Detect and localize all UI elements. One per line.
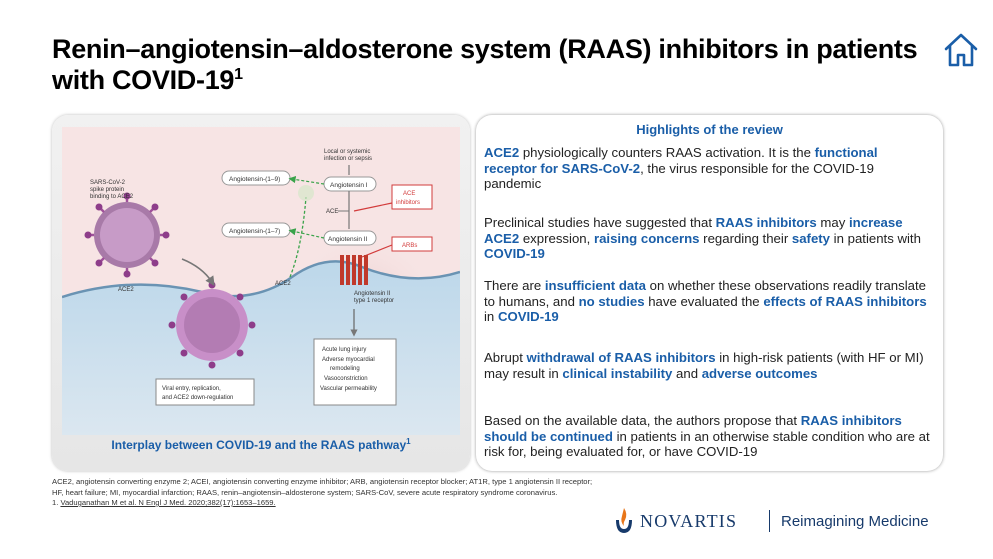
caption-reference: 1: [406, 437, 411, 446]
highlight-paragraph-2: Preclinical studies have suggested that …: [484, 215, 921, 261]
infection-label-2: infection or sepsis: [324, 156, 372, 162]
receptor-label-2: type 1 receptor: [354, 298, 394, 304]
receptor-label-1: Angiotensin II: [354, 291, 391, 297]
company-tagline: Reimagining Medicine: [781, 513, 929, 530]
ace-inhibitors-label-1: ACE: [403, 191, 415, 197]
virus-label-1: SARS-CoV-2: [90, 180, 126, 186]
company-name: NOVARTIS: [640, 511, 738, 531]
figure-caption: Interplay between COVID-19 and the RAAS …: [111, 437, 411, 452]
arbs-label: ARBs: [402, 243, 417, 249]
highlight-paragraph-1: ACE2 physiologically counters RAAS activ…: [484, 145, 878, 191]
effect-3: remodeling: [330, 366, 360, 372]
ace2-label-b: ACE2: [275, 281, 291, 287]
effect-1: Acute lung injury: [322, 347, 366, 353]
slide-title: Renin–angiotensin–aldosterone system (RA…: [52, 34, 918, 95]
viral-entry-label-2: and ACE2 down-regulation: [162, 395, 233, 401]
virus-particle-entry: [168, 281, 256, 369]
reference-line: 1. Vaduganathan M et al. N Engl J Med. 2…: [52, 498, 276, 507]
home-icon[interactable]: [941, 30, 981, 70]
angiotensin-1-9-label: Angiotensin-(1–9): [229, 176, 280, 183]
angiotensin-1-7-label: Angiotensin-(1–7): [229, 228, 280, 235]
abbreviations-line-2: HF, heart failure; MI, myocardial infarc…: [52, 487, 558, 497]
title-reference: 1: [234, 66, 243, 83]
figure-panel: SARS-CoV-2 spike protein binding to ACE2…: [52, 115, 470, 471]
logo-divider: [769, 510, 770, 532]
angiotensin-1-label: Angiotensin I: [330, 182, 368, 189]
angiotensin-2-label: Angiotensin II: [328, 236, 368, 243]
novartis-logo: NOVARTIS Reimagining Medicine: [612, 506, 962, 536]
effect-5: Vascular permeability: [320, 386, 377, 392]
footnotes: ACE2, angiotensin converting enzyme 2; A…: [52, 477, 672, 509]
ace2-label-a: ACE2: [118, 287, 134, 293]
virus-label-2: spike protein: [90, 187, 124, 193]
reference-link[interactable]: Vaduganathan M et al. N Engl J Med. 2020…: [60, 498, 276, 507]
at1-receptor-illustration: [340, 255, 368, 285]
ace-inhibitors-label-2: inhibitors: [396, 200, 420, 206]
highlights-title: Highlights of the review: [636, 122, 783, 137]
highlight-paragraph-4: Abrupt withdrawal of RAAS inhibitors in …: [484, 350, 924, 381]
highlights-panel: Highlights of the review ACE2 physiologi…: [476, 115, 943, 471]
effect-2: Adverse myocardial: [322, 357, 375, 363]
infection-label-1: Local or systemic: [324, 149, 370, 155]
novartis-flame-icon: [616, 508, 632, 533]
effect-4: Vasoconstriction: [324, 376, 368, 382]
ace-label: ACE: [326, 209, 338, 215]
virus-particle-large: [84, 192, 170, 278]
highlight-paragraph-3: There are insufficient data on whether t…: [484, 278, 927, 324]
raas-pathway-figure: SARS-CoV-2 spike protein binding to ACE2…: [62, 127, 460, 435]
virus-label-3: binding to ACE2: [90, 194, 134, 200]
highlight-paragraph-5: Based on the available data, the authors…: [484, 413, 930, 459]
pathway-illustration: SARS-CoV-2 spike protein binding to ACE2…: [62, 127, 460, 435]
viral-entry-label-1: Viral entry, replication,: [162, 386, 221, 392]
abbreviations-line-1: ACE2, angiotensin converting enzyme 2; A…: [52, 477, 593, 486]
